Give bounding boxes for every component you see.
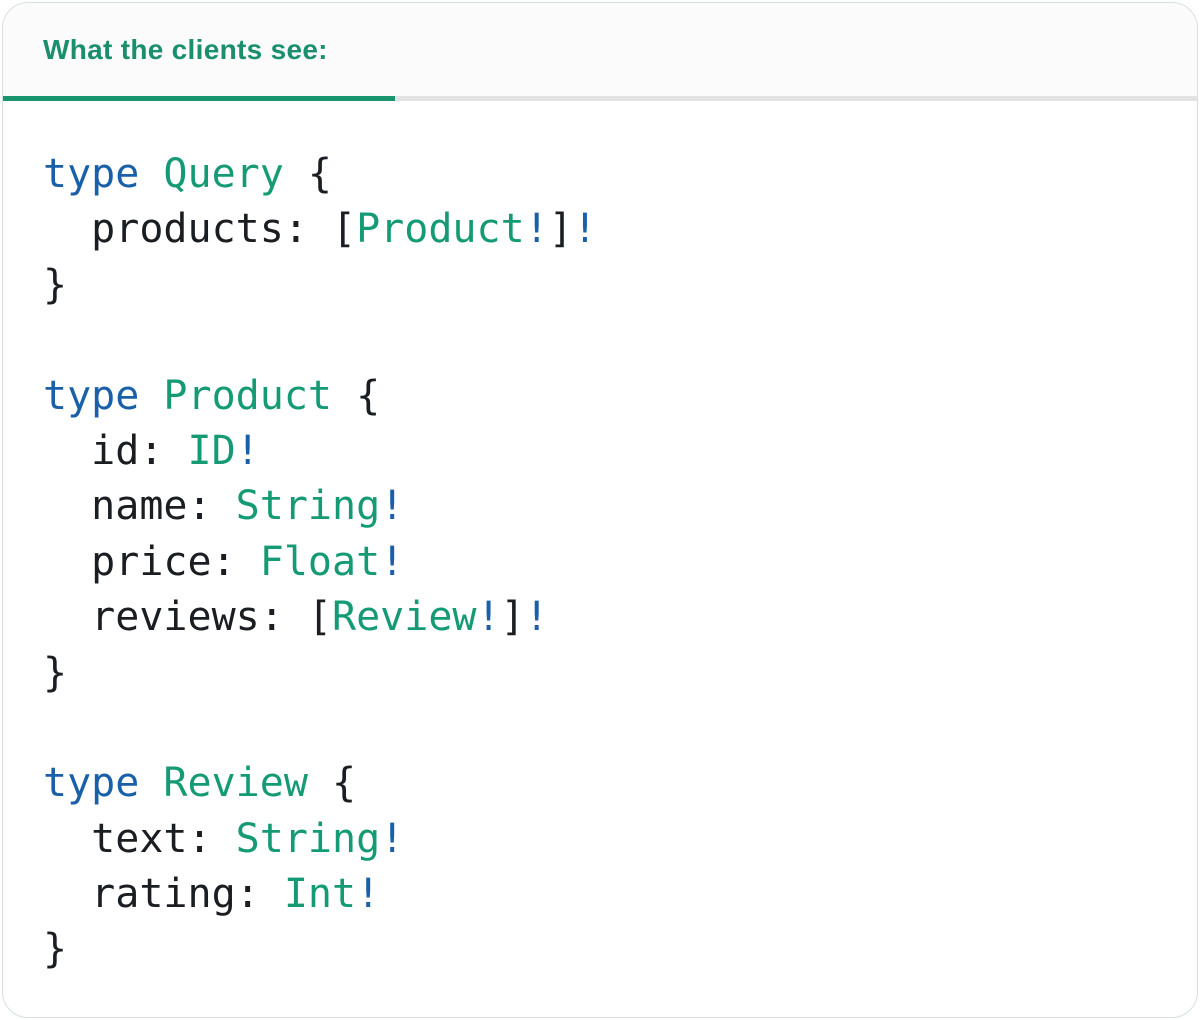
code-token-bang: !	[235, 427, 260, 474]
code-token-type: Float	[259, 538, 381, 585]
code-token-plain: text:	[43, 815, 236, 862]
code-token-type: Query	[163, 151, 284, 197]
code-line: type Review {	[43, 756, 1167, 811]
code-token-bang: !	[476, 594, 501, 641]
code-token-plain: reviews: [	[43, 594, 332, 641]
code-token-plain: price:	[43, 538, 260, 585]
code-line	[43, 313, 1167, 368]
code-token-type: Int	[283, 871, 357, 918]
code-line: }	[43, 922, 1167, 977]
code-line: type Product {	[43, 369, 1167, 424]
code-token-plain: }	[43, 649, 68, 696]
code-token-plain: {	[283, 151, 333, 197]
code-token-bang: !	[524, 206, 549, 253]
code-token-plain: }	[43, 926, 68, 973]
code-token-plain: ]	[548, 206, 573, 253]
code-line: name: String!	[43, 479, 1167, 534]
code-line: }	[43, 258, 1167, 313]
panel-header: What the clients see:	[3, 3, 1197, 96]
code-token-type: String	[235, 483, 381, 530]
code-token-plain: }	[43, 261, 68, 308]
code-token-bang: !	[380, 483, 405, 530]
code-token-keyword: type	[43, 372, 164, 419]
code-token-type: String	[235, 815, 381, 862]
tab-underline-track	[3, 96, 1197, 101]
code-token-bang: !	[524, 594, 549, 641]
code-line: text: String!	[43, 812, 1167, 867]
code-line: }	[43, 646, 1167, 701]
tab-what-clients-see[interactable]: What the clients see:	[43, 3, 328, 96]
code-line	[43, 701, 1167, 756]
code-token-bang: !	[356, 871, 381, 918]
code-token-type: Review	[163, 760, 308, 807]
code-token-bang: !	[380, 815, 405, 862]
code-token-plain: {	[332, 372, 381, 419]
code-line: price: Float!	[43, 535, 1167, 590]
code-token-type: ID	[187, 427, 236, 474]
code-token-keyword: type	[43, 151, 164, 197]
code-token-keyword: type	[43, 760, 164, 807]
code-token-type: Review	[331, 594, 477, 641]
tab-label: What the clients see:	[43, 33, 328, 65]
code-token-bang: !	[380, 538, 405, 585]
code-token-plain: {	[307, 760, 357, 807]
graphql-schema-code: type Query { products: [Product!]!} type…	[3, 101, 1197, 978]
code-token-plain: id:	[43, 427, 188, 474]
code-line: rating: Int!	[43, 867, 1167, 922]
code-token-plain: rating:	[43, 871, 284, 918]
code-token-plain: ]	[500, 594, 525, 641]
code-line: type Query {	[43, 147, 1167, 202]
code-token-type: Product	[163, 372, 332, 419]
code-token-plain: products: [	[43, 206, 357, 253]
code-line: id: ID!	[43, 424, 1167, 479]
code-line: products: [Product!]!	[43, 202, 1167, 257]
code-token-bang: !	[572, 206, 597, 253]
code-token-type: Product	[356, 206, 525, 253]
active-tab-indicator	[3, 96, 395, 101]
code-line: reviews: [Review!]!	[43, 590, 1167, 645]
code-token-plain: name:	[43, 483, 236, 530]
